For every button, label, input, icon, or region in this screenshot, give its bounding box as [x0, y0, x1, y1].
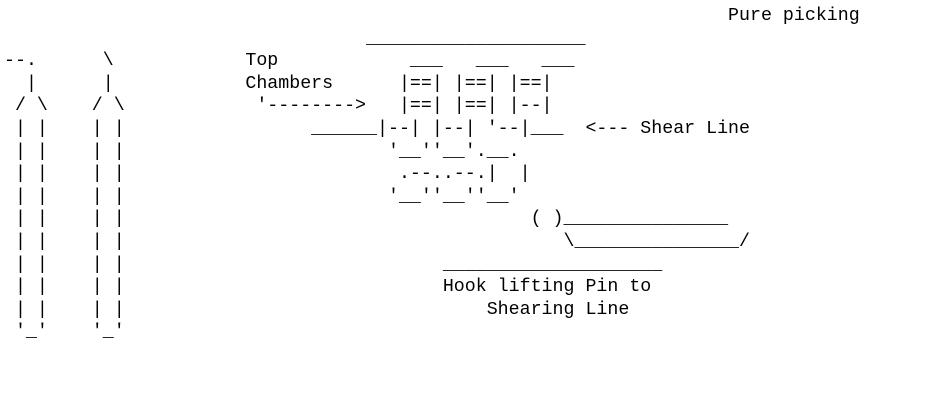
diagram-line-shear-line: | | | | ______|--| |--| '--|___ <--- She…: [4, 118, 750, 139]
diagram-line-pick-tips: '_' '_': [4, 322, 125, 343]
diagram-line-chambers-label: | | Chambers |==| |==| |==|: [4, 73, 553, 94]
diagram-line-caption-2: | | | | Shearing Line: [4, 299, 630, 320]
diagram-line-pins-2: | | | | .--..--.| |: [4, 164, 531, 185]
diagram-line-hook-top: | | | | ( )_______________: [4, 209, 729, 230]
diagram-line-hook-bottom: | | | | \_______________/: [4, 231, 750, 252]
diagram-line-pins-1: | | | | '__''__'.__.: [4, 141, 520, 162]
diagram-line-top-chambers: --. \ Top ___ ___ ___: [4, 51, 575, 72]
diagram-line-caption-1: | | | | Hook lifting Pin to: [4, 277, 652, 298]
ascii-lock-picking-diagram: Pure picking ____________________--. \ T…: [4, 5, 860, 344]
diagram-line-title: Pure picking: [4, 6, 860, 26]
diagram-line-arrow: / \ / \ '--------> |==| |==| |--|: [4, 96, 553, 117]
diagram-line-pins-3: | | | | '__''__''__': [4, 186, 520, 207]
diagram-line-caption-rule: | | | | ____________________: [4, 254, 663, 275]
diagram-line-top-rule: ____________________: [4, 28, 586, 49]
